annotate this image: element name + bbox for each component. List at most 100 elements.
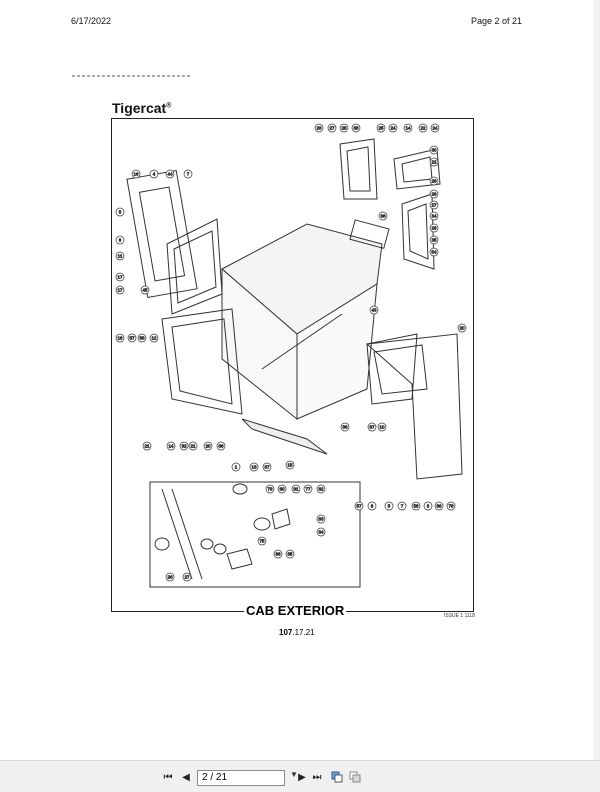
left-window-frame	[166, 218, 223, 315]
callout-number: 86	[275, 552, 281, 557]
callout-number: 44	[167, 172, 173, 177]
callout-number: 58	[413, 504, 419, 509]
callout-number: 34	[431, 214, 437, 219]
prev-page-icon[interactable]: ◀	[182, 771, 190, 783]
callout-number: 10	[379, 425, 385, 430]
viewer-toolbar: ⏮ ◀ 2 / 21 ▼ ▶ ⏭	[0, 760, 600, 792]
callout-number: 27	[431, 203, 437, 208]
callout-number: 7	[187, 172, 190, 177]
callout-number: 84	[318, 530, 324, 535]
callout-number: 8	[119, 238, 122, 243]
callout-number: 17	[117, 275, 123, 280]
brand-logo: Tigercat®	[112, 100, 171, 116]
callout-number: 30	[431, 148, 437, 153]
callout-number: 80	[279, 487, 285, 492]
vertical-scrollbar[interactable]	[593, 0, 600, 760]
cab-side	[296, 283, 378, 420]
callout-number: 17	[117, 288, 123, 293]
callout-number: 86	[218, 444, 224, 449]
callout-number: 1	[235, 465, 238, 470]
callout-number: 38	[353, 126, 359, 131]
page-number-rest: .17.21	[292, 628, 315, 637]
callout-number: 21	[190, 444, 196, 449]
next-page-icon[interactable]: ▶	[298, 771, 306, 783]
callout-number: 15	[287, 463, 293, 468]
rear-small-window	[393, 148, 441, 190]
callout-number: 26	[167, 575, 173, 580]
callout-number: 27	[329, 126, 335, 131]
callout-number: 22	[420, 126, 426, 131]
callout-number: 35	[431, 238, 437, 243]
callout-number: 28	[341, 126, 347, 131]
callout-number: 83	[318, 517, 324, 522]
page-number-bold: 107	[279, 628, 293, 637]
callout-number: 6	[371, 504, 374, 509]
callout-number: 16	[117, 336, 123, 341]
right-door	[365, 333, 463, 480]
callout-number: 66	[380, 214, 386, 219]
callout-number: 20	[205, 444, 211, 449]
callout-number: 26	[431, 226, 437, 231]
front-window-frame	[161, 308, 243, 415]
callout-number: 57	[129, 336, 135, 341]
document-page: 6/17/2022 Page 2 of 21 Tigercat®	[0, 0, 594, 760]
callout-number: 4	[153, 172, 156, 177]
callout-number: 16	[133, 172, 139, 177]
issue-label: ISSUE 1 1118	[444, 613, 475, 619]
detail-inset	[149, 481, 361, 588]
callout-number: 81	[293, 487, 299, 492]
callout-number: 86	[436, 504, 442, 509]
document-page-number: 107.17.21	[279, 628, 315, 637]
callout-number: 45	[142, 288, 148, 293]
callout-number: 85	[287, 552, 293, 557]
callout-number: 26	[316, 126, 322, 131]
chevron-down-icon[interactable]: ▼	[290, 770, 298, 779]
page-field[interactable]: 2 / 21	[197, 770, 285, 786]
callout-number: 12	[151, 336, 157, 341]
callout-number: 79	[267, 487, 273, 492]
cab-floor	[241, 418, 328, 455]
roof-panel	[349, 219, 390, 249]
callout-number: 78	[448, 504, 454, 509]
callout-number: 5	[388, 504, 391, 509]
callout-number: 14	[168, 444, 174, 449]
callout-number: 7	[401, 504, 404, 509]
callout-number: 22	[431, 160, 437, 165]
callout-number: 14	[405, 126, 411, 131]
faint-header-line	[72, 75, 192, 77]
callout-number: 86	[342, 425, 348, 430]
first-page-icon[interactable]: ⏮	[163, 771, 173, 783]
callout-number: 28	[431, 179, 437, 184]
callout-number: 32	[181, 444, 187, 449]
callout-number: 24	[432, 126, 438, 131]
callout-number: 87	[369, 425, 375, 430]
callout-number: 24	[390, 126, 396, 131]
fit-page-icon[interactable]	[330, 770, 344, 784]
callout-number: 21	[144, 444, 150, 449]
callout-number: 11	[118, 254, 123, 259]
fit-width-icon[interactable]	[348, 770, 362, 784]
callout-number: 25	[378, 126, 384, 131]
callout-number: 3	[427, 504, 430, 509]
callout-number: 43	[371, 308, 377, 313]
print-date: 6/17/2022	[71, 16, 112, 26]
callout-number: 58	[139, 336, 145, 341]
callout-number: 82	[318, 487, 324, 492]
last-page-icon[interactable]: ⏭	[312, 771, 322, 783]
right-door-window	[366, 333, 418, 405]
side-panel	[401, 193, 435, 270]
callout-number: 77	[305, 487, 311, 492]
rear-upper-panel	[339, 138, 378, 200]
callout-number: 27	[184, 575, 190, 580]
section-title: CAB EXTERIOR	[244, 603, 347, 618]
brand-name: Tigercat	[112, 100, 167, 116]
callout-number: 54	[431, 250, 437, 255]
callout-number: 87	[264, 465, 270, 470]
callout-number: 75	[259, 539, 265, 544]
callout-number: 13	[251, 465, 257, 470]
page-indicator: Page 2 of 21	[471, 16, 523, 26]
callout-number: 5	[119, 210, 122, 215]
callout-number: 26	[431, 192, 437, 197]
callout-number: 57	[356, 504, 362, 509]
